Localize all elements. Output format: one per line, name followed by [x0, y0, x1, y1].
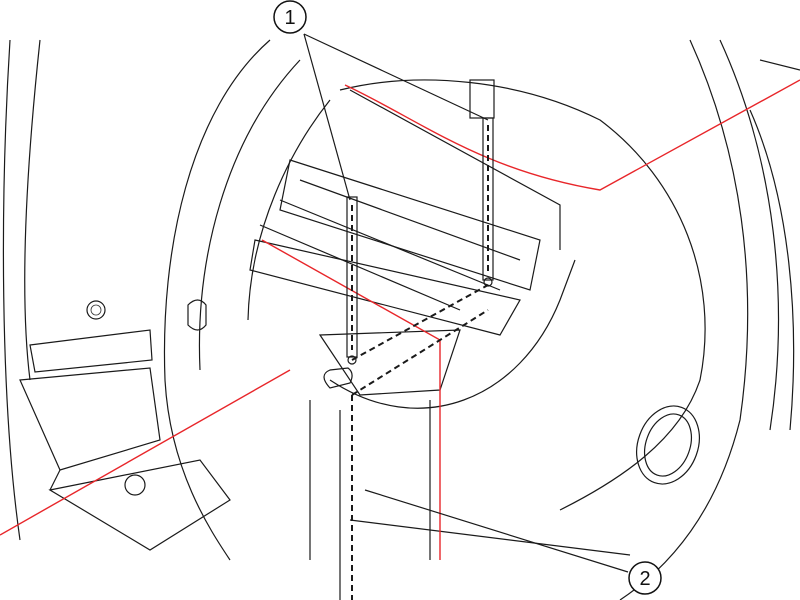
laser-lines	[0, 79, 800, 560]
callout-1-label: 1	[284, 7, 295, 29]
callout-1: 1	[273, 0, 489, 201]
callout-2: 2	[364, 489, 662, 595]
callout-2-label: 2	[639, 568, 650, 590]
gantry-housing	[2, 39, 800, 600]
rulers	[346, 79, 495, 600]
patient-table	[249, 89, 631, 600]
